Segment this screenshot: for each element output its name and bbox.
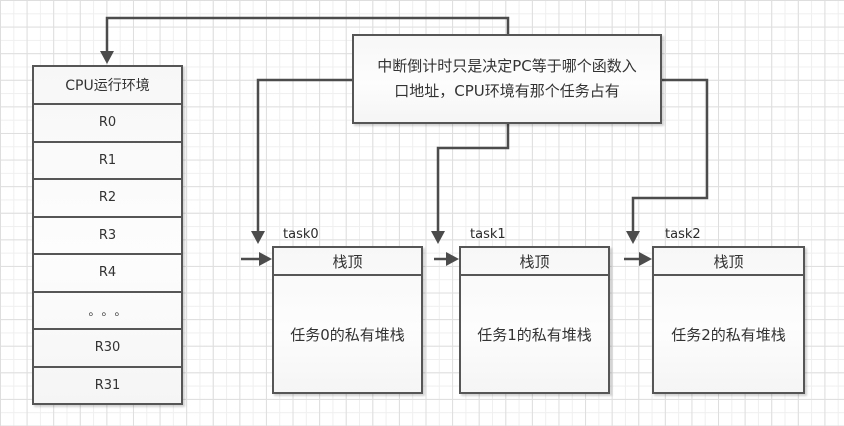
register-row-r0: R0: [34, 103, 181, 141]
register-row-r31: R31: [34, 365, 181, 404]
note-line-1: 中断倒计时只是决定PC等于哪个函数入: [377, 57, 637, 75]
task2-stack-body: 任务2的私有堆栈: [671, 325, 786, 344]
cpu-environment-box: CPU运行环境 R0 R1 R2 R3 R4 。。。 R30 R31: [32, 65, 183, 405]
task1-stack-top: 栈顶: [461, 248, 608, 276]
task2-stack-top: 栈顶: [654, 248, 803, 276]
register-row-r30: R30: [34, 328, 181, 366]
cpu-box-title: CPU运行环境: [65, 78, 150, 94]
arrow-stack-top-pointer-task1: [434, 252, 459, 266]
arrow-note-to-task0: [251, 78, 352, 244]
arrow-stack-top-pointer-task0: [241, 252, 272, 266]
task0-stack-top: 栈顶: [274, 248, 421, 276]
task0-stack-body: 任务0的私有堆栈: [290, 325, 405, 344]
task1-label: task1: [470, 227, 506, 242]
note-line-2: 口地址，CPU环境有那个任务占有: [394, 82, 620, 100]
task2-label: task2: [665, 227, 701, 242]
arrow-note-to-task1: [431, 124, 510, 244]
task0-label: task0: [283, 227, 319, 242]
register-row-ellipsis: 。。。: [34, 290, 181, 329]
task1-stack-box: 栈顶 任务1的私有堆栈: [459, 246, 610, 394]
register-row-r4: R4: [34, 253, 181, 291]
task0-stack-box: 栈顶 任务0的私有堆栈: [272, 246, 423, 394]
register-row-r2: R2: [34, 178, 181, 216]
register-row-r1: R1: [34, 140, 181, 179]
arrow-stack-top-pointer-task2: [624, 252, 652, 266]
task2-stack-box: 栈顶 任务2的私有堆栈: [652, 246, 805, 394]
register-row-r3: R3: [34, 215, 181, 254]
task1-stack-body: 任务1的私有堆栈: [477, 325, 592, 344]
note-box: 中断倒计时只是决定PC等于哪个函数入 口地址，CPU环境有那个任务占有: [352, 34, 662, 124]
